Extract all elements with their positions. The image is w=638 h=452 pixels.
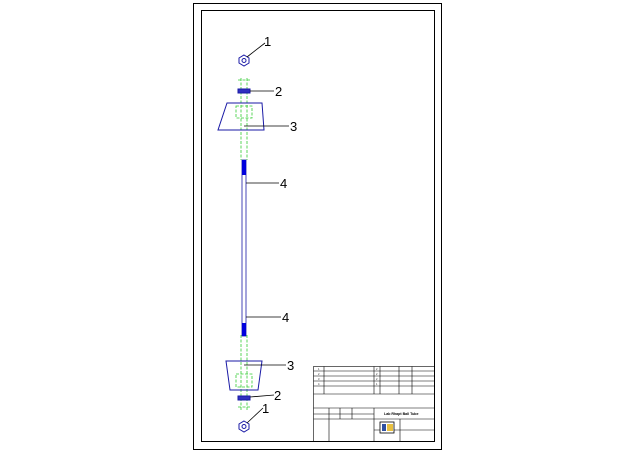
balloon-3-bottom: 3: [287, 358, 294, 373]
cone-top: [217, 102, 265, 131]
bom-qty-2: 2: [376, 372, 378, 376]
washer-top: [237, 88, 251, 94]
bom-qty-1: 2: [376, 367, 378, 371]
sheet-outer-border: [193, 3, 442, 450]
bom-pos-4: 4: [318, 382, 320, 386]
balloon-3-top: 3: [290, 119, 297, 134]
balloon-4-top: 4: [280, 176, 287, 191]
bom-rows: 1 2 2 2 3 2 4 1: [318, 367, 378, 386]
bom-pos-2: 2: [318, 372, 320, 376]
title-block: [313, 366, 435, 442]
balloon-labels: 1 2 3 4 4 3 2 1: [262, 34, 297, 416]
nut-bottom: [238, 420, 250, 433]
leader-lines: [244, 42, 289, 424]
drawing-title: Lab Rhapt Ball Tube: [384, 412, 418, 416]
bom-pos-3: 3: [318, 377, 320, 381]
bom-pos-1: 1: [318, 367, 320, 371]
cone-bottom: [225, 360, 263, 391]
balloon-2-top: 2: [275, 84, 282, 99]
bom-qty-3: 2: [376, 377, 378, 381]
balloon-4-bottom: 4: [282, 310, 289, 325]
company-logo: [379, 421, 395, 434]
washer-bottom: [237, 395, 251, 401]
balloon-1-bottom: 1: [262, 401, 269, 416]
balloon-1-top: 1: [264, 34, 271, 49]
bom-qty-4: 1: [376, 382, 378, 386]
sheet-inner-border: [201, 10, 435, 442]
rod: [241, 159, 247, 337]
balloon-2-bottom: 2: [274, 388, 281, 403]
nut-top: [238, 54, 250, 67]
